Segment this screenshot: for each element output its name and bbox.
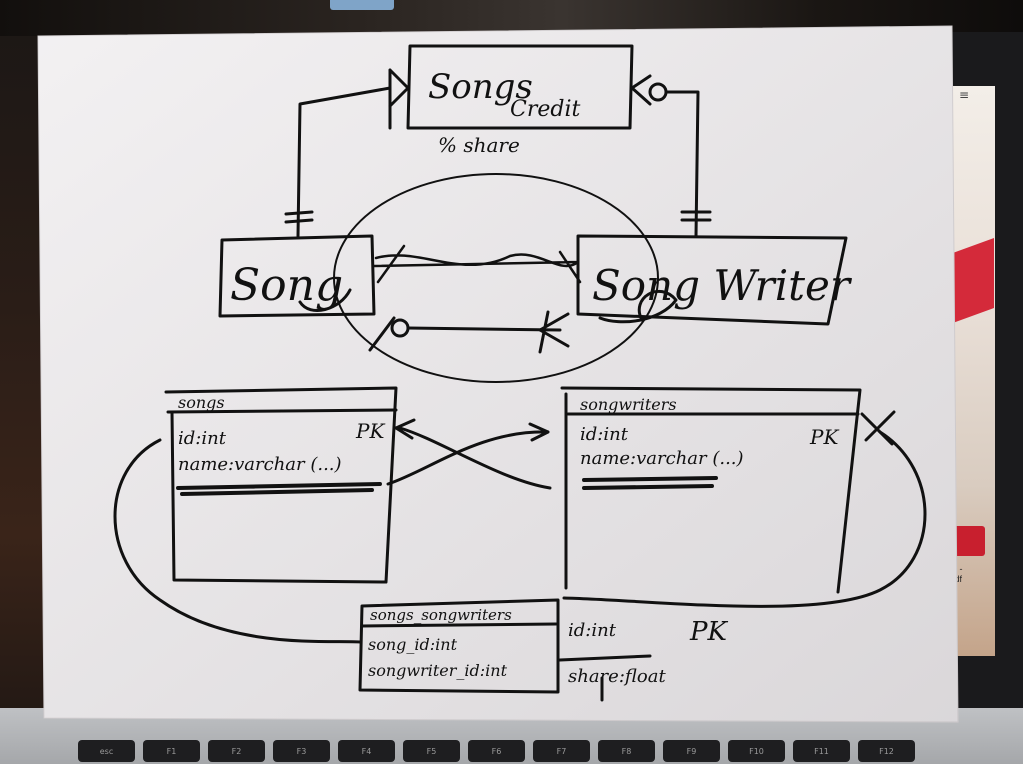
songs-loop-line	[113, 438, 362, 644]
song-credit-relation-line	[296, 86, 392, 238]
join-table-extension	[558, 654, 652, 702]
songs-table-box	[164, 386, 398, 584]
key-f2: F2	[208, 740, 265, 762]
writers-songs-cross-arrow	[386, 422, 550, 486]
pdf-file-icon	[953, 526, 985, 556]
song-writer-relation-line	[368, 310, 570, 354]
key-f5: F5	[403, 740, 460, 762]
writers-table-title: songwriters	[580, 395, 677, 414]
credit-right-crowsfoot	[630, 74, 652, 106]
writers-table-field: id:int	[580, 424, 629, 445]
songs-table-pk: PK	[355, 419, 385, 443]
crossed-out-relation	[372, 244, 582, 284]
writer-squiggle	[598, 289, 678, 324]
writers-table-field: name:varchar (...)	[580, 448, 744, 469]
writer-label: Song Writer	[592, 261, 853, 310]
key-esc: esc	[78, 740, 135, 762]
song-entity-box	[218, 234, 376, 318]
associative-entity-circle	[333, 173, 659, 383]
credit-left-crowsfoot	[388, 68, 410, 130]
songs-table-strike	[176, 482, 382, 496]
writers-pk-cross	[860, 410, 896, 446]
songs-table-header-line	[166, 408, 398, 414]
song-squiggle	[298, 288, 352, 312]
song-label: Song	[230, 260, 343, 311]
song-credit-mark	[284, 210, 314, 224]
function-key-row: esc F1 F2 F3 F4 F5 F6 F7 F8 F9 F10 F11 F…	[78, 740, 1018, 764]
key-f3: F3	[273, 740, 330, 762]
writers-table-pk: PK	[809, 425, 839, 449]
key-f12: F12	[858, 740, 915, 762]
join-table-box	[358, 598, 560, 694]
key-f7: F7	[533, 740, 590, 762]
songs-table-field: id:int	[178, 428, 227, 449]
join-table-field: song_id:int	[368, 635, 458, 654]
key-f10: F10	[728, 740, 785, 762]
songs-table-title: songs	[178, 393, 225, 412]
credit-songs-text: Songs	[428, 67, 533, 107]
writer-credit-mark	[680, 210, 712, 222]
writer-entity-box	[576, 234, 848, 326]
join-table-extra-field: id:int	[568, 620, 617, 641]
background-screen-glow	[330, 0, 394, 10]
credit-entity-box	[406, 44, 634, 130]
writers-table-box	[560, 386, 862, 594]
join-table-field: songwriter_id:int	[368, 661, 508, 680]
menu-icon: ≡	[959, 88, 970, 102]
join-table-title: songs_songwriters	[370, 606, 512, 624]
key-f4: F4	[338, 740, 395, 762]
writers-loop-line	[562, 430, 927, 608]
key-f1: F1	[143, 740, 200, 762]
join-table-extra-field: share:float	[568, 666, 666, 687]
share-label: % share	[438, 133, 520, 157]
key-f11: F11	[793, 740, 850, 762]
songs-writers-cross-arrow	[394, 418, 552, 490]
writer-credit-relation-line	[664, 90, 700, 238]
songs-table-field: name:varchar (...)	[178, 454, 342, 475]
key-f6: F6	[468, 740, 525, 762]
key-f8: F8	[598, 740, 655, 762]
join-table-pk: PK	[689, 617, 728, 647]
credit-label: Credit	[510, 97, 580, 122]
key-f9: F9	[663, 740, 720, 762]
writers-table-strike	[582, 476, 718, 490]
paper-shade	[38, 26, 958, 722]
join-table-header-line	[360, 622, 558, 628]
